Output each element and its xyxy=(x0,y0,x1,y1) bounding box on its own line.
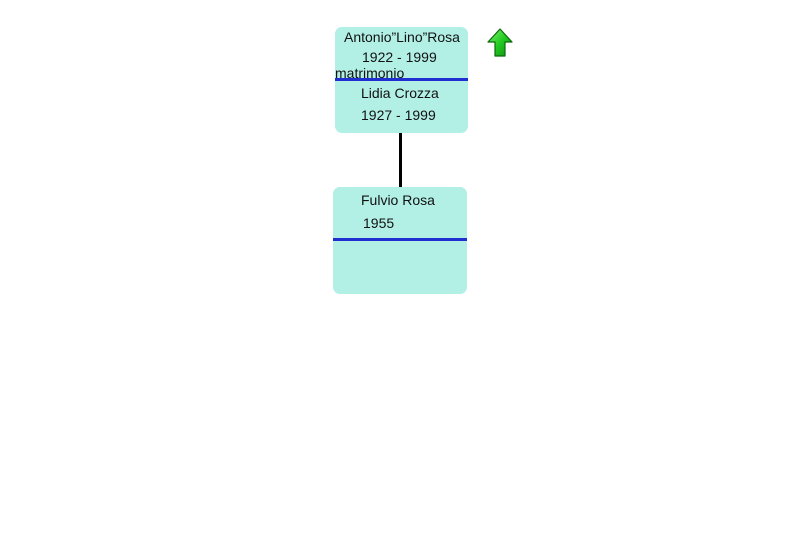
person1-name: Antonio”Lino”Rosa xyxy=(344,29,460,45)
up-arrow-graphic xyxy=(487,28,513,57)
person2-name: Lidia Crozza xyxy=(361,85,439,101)
person2-dates: 1927 - 1999 xyxy=(361,107,436,123)
parent-child-connector xyxy=(399,133,402,187)
child-name: Fulvio Rosa xyxy=(361,192,435,208)
couple-divider xyxy=(335,78,468,81)
up-arrow-icon[interactable] xyxy=(487,28,515,58)
child-dates: 1955 xyxy=(363,215,395,231)
couple-card[interactable]: Antonio”Lino”Rosa 1922 - 1999 matrimonio… xyxy=(335,27,468,133)
child-card[interactable]: Fulvio Rosa 1955 xyxy=(333,187,467,294)
relation-label: matrimonio xyxy=(335,65,405,81)
child-divider xyxy=(333,238,467,241)
person1-dates: 1922 - 1999 xyxy=(362,49,437,65)
